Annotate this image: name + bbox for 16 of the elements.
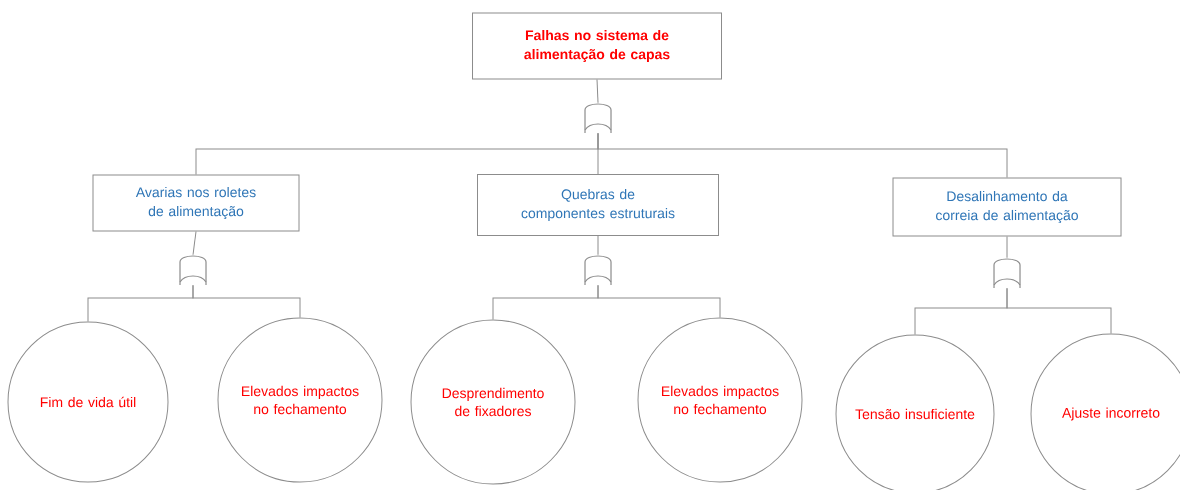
or-gate	[993, 258, 1021, 289]
connector-line	[597, 235, 599, 256]
or-gate	[179, 255, 207, 286]
connector-line	[597, 132, 1008, 178]
event-box: Falhas no sistema de alimentação de capas	[472, 12, 722, 80]
event-box: Quebras de componentes estruturais	[477, 174, 719, 236]
connector-line	[192, 231, 197, 256]
connector-line	[1006, 287, 1112, 334]
event-box: Desalinhamento da correia de alimentação	[892, 177, 1122, 237]
or-gate	[584, 103, 612, 134]
connector-line	[597, 284, 721, 318]
connector-line	[192, 284, 301, 318]
connector-line	[596, 79, 599, 104]
connector-line	[1006, 236, 1008, 259]
event-box: Avarias nos roletes de alimentação	[92, 174, 300, 232]
or-gate	[584, 255, 612, 286]
